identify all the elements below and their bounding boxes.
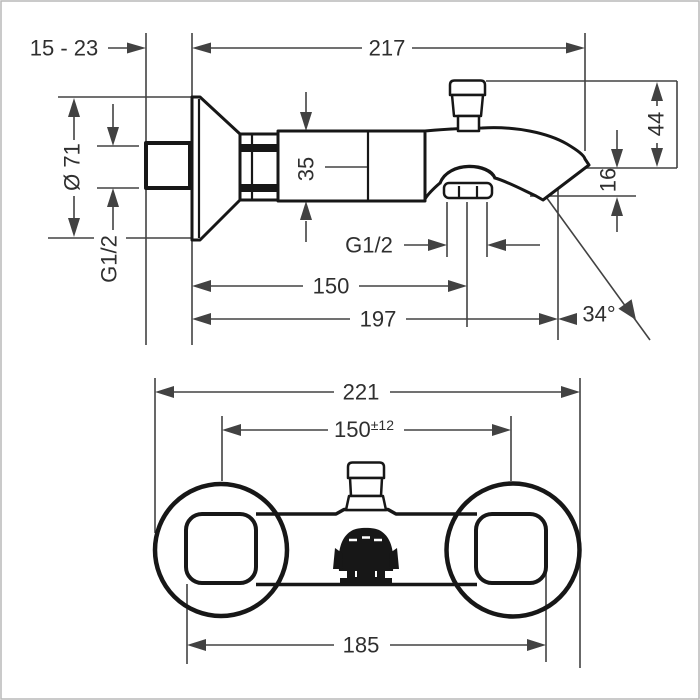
bottom-view-labels: 221 150±12 185 <box>334 380 394 658</box>
arrowhead-up <box>68 98 80 117</box>
arrowhead-left <box>558 313 577 325</box>
dim-outlet-center-reach <box>192 280 467 292</box>
centers-value: 150 <box>334 417 371 442</box>
dim-outlet-drop <box>611 130 623 232</box>
dim-connection-centers <box>222 424 511 436</box>
side-view: 15 - 23 217 Ø 71 G1/2 35 44 16 G1/2 150 … <box>30 33 678 345</box>
label-outlet-drop: 16 <box>596 168 621 192</box>
dim-wall-thread <box>97 104 139 230</box>
diverter-knob-cap <box>448 79 487 97</box>
bottom-view: 221 150±12 185 <box>152 378 582 668</box>
dim-wall-offset <box>108 42 146 54</box>
label-escutcheon-diameter: Ø 71 <box>60 143 85 191</box>
arrowhead-up <box>107 188 119 207</box>
diverter-knob-front-mid <box>348 476 384 498</box>
flange-notches <box>457 186 479 197</box>
arrowhead-left <box>187 639 206 651</box>
left-union-flange <box>184 512 258 585</box>
dim-spout-angle <box>558 299 636 325</box>
diverter-knob-front-cap <box>346 461 386 480</box>
arrowhead-down <box>107 127 119 146</box>
label-connection-centers: 150±12 <box>334 417 394 442</box>
dim-flange-outer-span <box>187 639 546 651</box>
dim-escutcheon-diameter <box>48 96 192 239</box>
extension-lines <box>48 96 192 239</box>
label-outlet-center-reach: 150 <box>313 274 350 299</box>
nut-groove-bottom <box>240 184 278 192</box>
arrowhead-right <box>527 639 546 651</box>
arrowhead-left <box>192 42 211 54</box>
arrowhead-down <box>651 148 663 167</box>
arrowhead-right <box>448 280 467 292</box>
arrowhead-on-angle-line <box>618 299 636 320</box>
arrowhead-right <box>127 42 146 54</box>
diverter-knob-mid <box>450 93 485 118</box>
arrowhead-up <box>651 82 663 101</box>
dim-overall-width <box>155 386 580 398</box>
nut-groove-top <box>240 144 278 152</box>
arrowhead-down <box>300 112 312 131</box>
arrowhead-down <box>68 218 80 237</box>
label-top-drop: 44 <box>644 112 669 136</box>
right-escutcheon-circle <box>444 481 582 619</box>
dim-outlet-thread <box>404 239 540 251</box>
dim-total-projection <box>192 42 585 54</box>
label-wall-thread: G1/2 <box>97 235 122 283</box>
dim-body-height <box>300 92 312 242</box>
hand-shower-outlet-flange <box>442 181 494 200</box>
mixer-body <box>276 129 427 203</box>
label-overall-width: 221 <box>343 380 380 405</box>
lever-handle-front <box>338 527 394 571</box>
diverter-knob-front-base <box>344 494 388 512</box>
label-spout-angle: 34° <box>582 302 615 327</box>
bottom-view-fixture <box>152 461 582 619</box>
label-total-projection: 217 <box>369 36 406 61</box>
dim-top-drop <box>651 82 663 167</box>
handle-highlight-dashes <box>349 536 382 542</box>
arrowhead-up <box>300 201 312 220</box>
handle-right-wing <box>389 548 399 569</box>
arrowhead-right <box>539 313 558 325</box>
diverter-knob-stem <box>456 114 481 133</box>
diverter-dome <box>438 165 497 185</box>
handle-left-wing <box>333 548 343 569</box>
side-view-fixture <box>144 79 591 242</box>
arrowhead-up <box>611 197 623 216</box>
handle-pedestal-base <box>340 578 392 585</box>
arrowhead-right <box>428 239 447 251</box>
arrowhead-right <box>561 386 580 398</box>
arrowhead-right <box>566 42 585 54</box>
label-spout-reach: 197 <box>360 307 397 332</box>
pedestal-notches <box>355 571 377 577</box>
handle-pedestal <box>347 570 385 580</box>
arrowhead-left <box>222 424 241 436</box>
arrowhead-left <box>192 313 211 325</box>
label-body-height: 35 <box>294 157 319 181</box>
right-union-flange <box>474 512 548 585</box>
label-flange-outer-span: 185 <box>343 633 380 658</box>
arrowhead-right <box>492 424 511 436</box>
label-outlet-thread: G1/2 <box>345 233 393 258</box>
arrowhead-left <box>192 280 211 292</box>
centers-tolerance: ±12 <box>371 417 394 433</box>
dim-spout-reach <box>192 313 558 325</box>
side-view-labels: 15 - 23 217 Ø 71 G1/2 35 44 16 G1/2 150 … <box>30 36 669 332</box>
arrowhead-left <box>487 239 506 251</box>
arrowhead-left <box>155 386 174 398</box>
label-wall-offset: 15 - 23 <box>30 36 99 61</box>
arrowhead-down <box>611 149 623 168</box>
left-escutcheon-circle <box>152 481 290 619</box>
wall-union <box>144 141 192 190</box>
extension-lines <box>97 145 139 189</box>
